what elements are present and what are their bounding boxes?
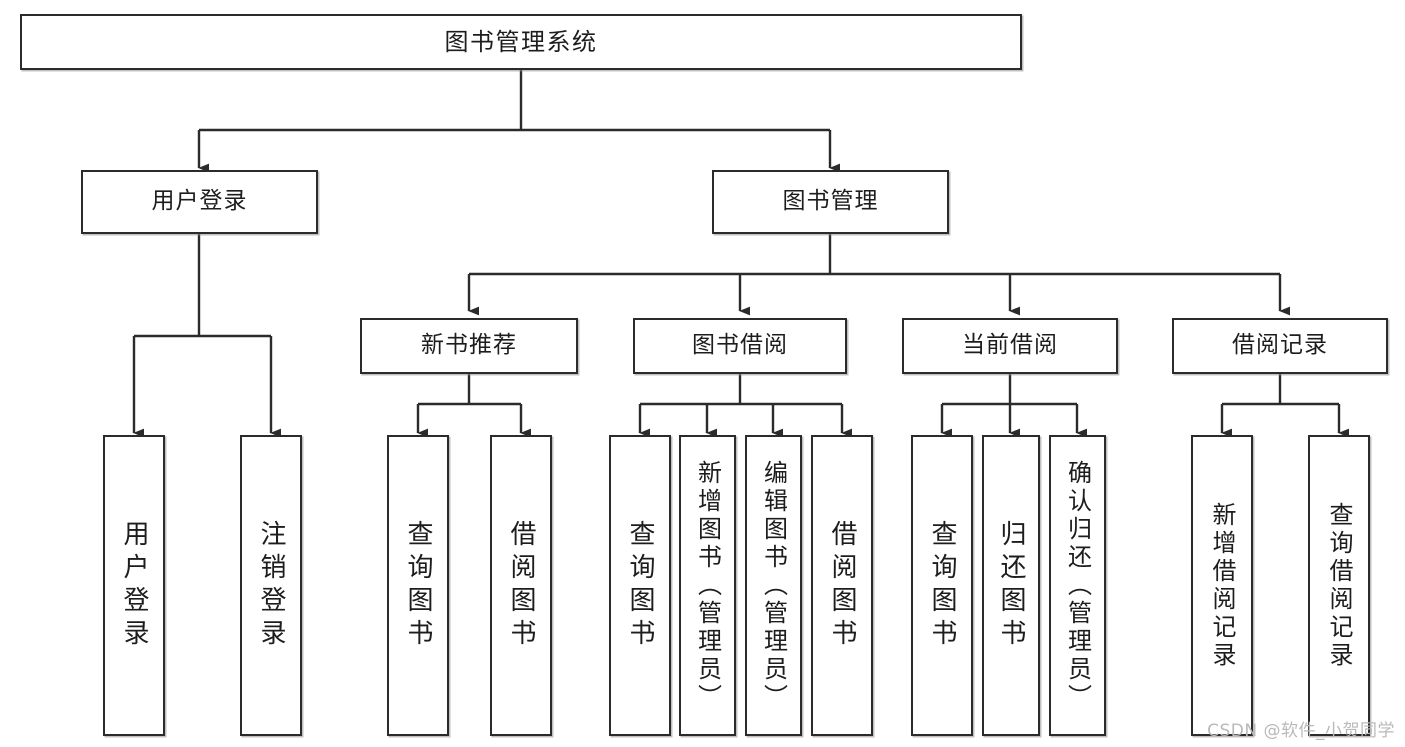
node-label: 借阅图书 — [506, 519, 536, 652]
node-current-borrowing[interactable]: 当前借阅 — [902, 318, 1118, 374]
node-label: 注销登录 — [256, 519, 286, 652]
node-leaf-logout[interactable]: 注销登录 — [240, 435, 302, 736]
node-label: 查询图书 — [403, 519, 433, 652]
node-leaf-add-borrow-record[interactable]: 新增借阅记录 — [1191, 435, 1253, 736]
node-leaf-query-book-current[interactable]: 查询图书 — [911, 435, 973, 736]
node-label: 编辑图书（管理员） — [759, 459, 788, 712]
node-book-management[interactable]: 图书管理 — [712, 170, 949, 234]
watermark-text: CSDN @软件_小贺同学 — [1207, 721, 1395, 741]
node-label: 确认归还（管理员） — [1063, 459, 1092, 712]
node-label: 用户登录 — [119, 519, 149, 652]
node-label: 借阅记录 — [1232, 332, 1328, 359]
node-leaf-query-book-borrow[interactable]: 查询图书 — [609, 435, 671, 736]
node-user-login[interactable]: 用户登录 — [81, 170, 318, 234]
node-leaf-borrow-book[interactable]: 借阅图书 — [811, 435, 873, 736]
node-label: 用户登录 — [151, 188, 248, 215]
node-new-book-recommendation[interactable]: 新书推荐 — [360, 318, 578, 374]
node-label: 查询借阅记录 — [1325, 501, 1353, 670]
node-label: 归还图书 — [996, 519, 1026, 652]
node-label: 新增图书（管理员） — [693, 459, 722, 712]
node-leaf-borrow-book-recommend[interactable]: 借阅图书 — [490, 435, 552, 736]
node-label: 图书管理系统 — [444, 27, 598, 56]
node-leaf-add-book-admin[interactable]: 新增图书（管理员） — [679, 435, 736, 736]
node-label: 图书借阅 — [692, 332, 788, 359]
node-label: 借阅图书 — [827, 519, 857, 652]
node-book-borrowing[interactable]: 图书借阅 — [633, 318, 847, 374]
node-label: 查询图书 — [927, 519, 957, 652]
node-leaf-query-book-recommend[interactable]: 查询图书 — [387, 435, 449, 736]
node-leaf-return-book[interactable]: 归还图书 — [982, 435, 1040, 736]
node-label: 当前借阅 — [962, 332, 1058, 359]
node-label: 查询图书 — [625, 519, 655, 652]
node-leaf-query-borrow-record[interactable]: 查询借阅记录 — [1308, 435, 1370, 736]
node-label: 图书管理 — [782, 188, 879, 215]
node-leaf-confirm-return-admin[interactable]: 确认归还（管理员） — [1049, 435, 1106, 736]
node-leaf-user-login[interactable]: 用户登录 — [103, 435, 165, 736]
node-borrowing-record[interactable]: 借阅记录 — [1172, 318, 1388, 374]
node-root-book-management-system[interactable]: 图书管理系统 — [20, 14, 1022, 70]
node-label: 新书推荐 — [421, 332, 517, 359]
node-leaf-edit-book-admin[interactable]: 编辑图书（管理员） — [745, 435, 802, 736]
node-label: 新增借阅记录 — [1208, 501, 1236, 670]
